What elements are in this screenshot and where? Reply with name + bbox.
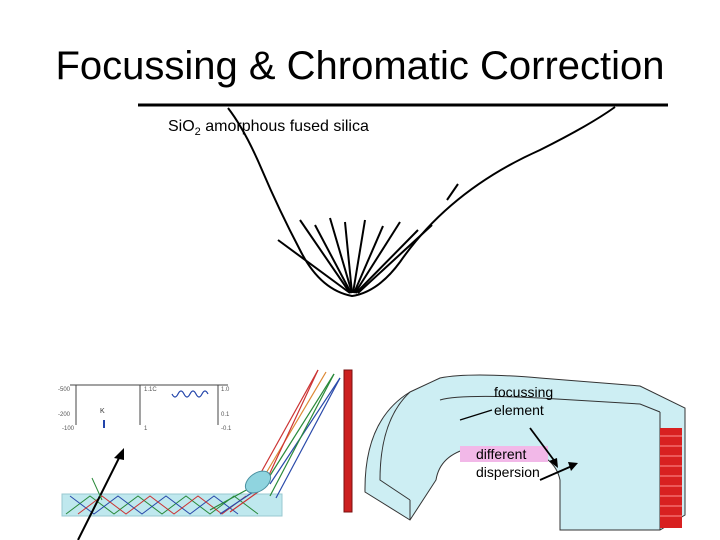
pointer-dispersion <box>539 465 573 481</box>
inset-peak-label: K <box>100 408 105 415</box>
ray-8 <box>354 221 401 294</box>
block-red-hatching <box>660 435 682 517</box>
pointer-to-band <box>529 427 557 464</box>
inset-left-tick-3: -100 <box>62 426 75 432</box>
zigzag-blue <box>69 495 239 515</box>
pointer-focussing <box>459 409 493 421</box>
fan-blue <box>269 377 341 485</box>
material-label: SiO2 amorphous fused silica <box>168 118 369 138</box>
red-bar <box>343 369 353 513</box>
fan-red-in <box>229 491 259 513</box>
ray-7 <box>353 225 384 294</box>
block-top-edge <box>439 395 661 413</box>
ray-5 <box>344 221 353 294</box>
formula-subscript: 2 <box>194 126 201 139</box>
dispersion-line-1: different <box>476 446 527 462</box>
pointer-dispersion-head <box>568 462 578 471</box>
inset-right-tick-1: 1.0 <box>221 387 230 393</box>
focussing-element-label: focussing element <box>494 383 553 419</box>
inset-plot: K -500 -200 -100 1.1C 1 1.0 0.1 -0.1 <box>58 384 232 432</box>
zigzag-red <box>77 495 247 515</box>
fan-blue-in <box>219 489 257 515</box>
fan-green <box>265 373 335 483</box>
formula-suffix: amorphous fused silica <box>200 118 369 135</box>
incoming-arrowhead <box>114 448 124 460</box>
fan-green-return <box>269 373 335 497</box>
ray-10 <box>357 224 433 294</box>
converging-rays <box>277 217 433 294</box>
ray-3 <box>314 224 352 294</box>
focussing-line-2: element <box>494 402 544 418</box>
inset-mid-tick-1: 1.1C <box>144 387 157 393</box>
fan-red-1 <box>257 369 319 479</box>
block-inner-edge <box>379 391 411 501</box>
ray-4 <box>329 217 353 294</box>
inset-mid-tick-2: 1 <box>144 426 148 432</box>
dispersion-label: different dispersion <box>476 445 540 481</box>
formula-prefix: SiO <box>168 118 195 135</box>
focussing-line-1: focussing <box>494 384 554 400</box>
ray-9 <box>355 229 419 294</box>
block-red-end <box>660 428 682 528</box>
ray-1 <box>277 239 351 294</box>
fan-orange <box>261 371 327 481</box>
focussing-block <box>364 374 686 531</box>
fan-blue-return <box>275 377 341 499</box>
curve-tick <box>446 183 459 201</box>
fan-red-return <box>261 369 319 491</box>
slide-title: Focussing & Chromatic Correction <box>55 44 665 88</box>
focusing-curve <box>227 106 616 298</box>
inset-left-tick-2: -200 <box>58 412 71 418</box>
ray-2 <box>299 219 351 294</box>
inset-wave <box>171 390 209 398</box>
inset-right-tick-2: 0.1 <box>221 412 230 418</box>
incoming-green-ray <box>91 477 103 501</box>
ray-6 <box>352 219 366 294</box>
dispersion-band <box>460 446 548 462</box>
fan-green-in <box>209 487 251 511</box>
dispersion-line-2: dispersion <box>476 464 540 480</box>
inset-right-tick-3: -0.1 <box>221 426 232 432</box>
dispersed-ray-fan <box>209 369 341 515</box>
pointer-to-band-head <box>549 458 558 468</box>
inset-left-tick-1: -500 <box>58 387 71 393</box>
lens <box>244 470 272 494</box>
